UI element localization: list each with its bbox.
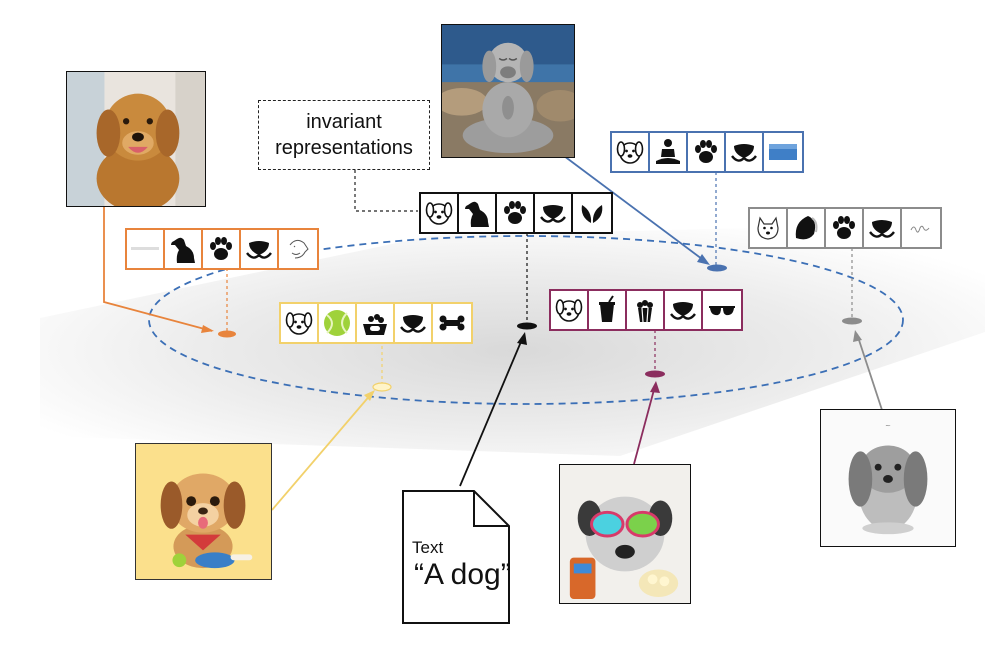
blank-icon: [127, 230, 165, 268]
embedding-plane: [40, 222, 985, 456]
purple-arrow: [633, 385, 656, 465]
pencil-sketch-dog-drawing: ~: [820, 409, 956, 547]
signature-icon: [902, 209, 940, 247]
dog-nose-icon: [241, 230, 279, 268]
embedding-ellipse: [148, 235, 904, 405]
gray-arrow: [856, 333, 883, 411]
yellow-arrow: [271, 392, 373, 511]
yellow-representation-strip: [279, 302, 473, 344]
gray-representation-strip: [748, 207, 942, 249]
pencil-stroke-icon: [788, 209, 826, 247]
paw-icon: [688, 133, 726, 171]
gray-embedding-point: [842, 317, 862, 325]
invariant-representations-label: invariant representations: [258, 100, 430, 170]
dog-nose-icon: [535, 194, 573, 232]
purple-embedding-point: [645, 370, 665, 378]
text-document-quote: “A dog”: [414, 558, 511, 591]
text-document-label: Text: [412, 538, 444, 557]
paw-icon: [826, 209, 864, 247]
sea-icon: [764, 133, 802, 171]
dog-bowl-icon: [357, 304, 395, 342]
dog-nose-icon: [395, 304, 433, 342]
dog-face-icon: [612, 133, 650, 171]
sitting-dog-silhouette-icon: [459, 194, 497, 232]
dog-nose-icon: [864, 209, 902, 247]
blue-embedding-point: [707, 264, 727, 272]
black-embedding-point: [517, 322, 537, 330]
black-arrow: [459, 336, 524, 487]
dog-with-sunglasses-painting: [559, 464, 691, 604]
paw-icon: [203, 230, 241, 268]
leaves-icon: [573, 194, 611, 232]
yellow-embedding-point: [372, 382, 392, 392]
orange-arrow: [103, 206, 213, 332]
orange-embedding-point: [218, 330, 236, 338]
dog-nose-icon: [726, 133, 764, 171]
dog-face-icon: [281, 304, 319, 342]
dog-nose-icon: [665, 291, 703, 329]
meditating-person-icon: [650, 133, 688, 171]
black-representation-strip: [419, 192, 613, 234]
tennis-ball-icon: [319, 304, 357, 342]
dog-face-icon: [421, 194, 459, 232]
drink-cup-icon: [589, 291, 627, 329]
golden-retriever-photo: [66, 71, 206, 207]
bone-icon: [433, 304, 471, 342]
dog-face-icon: [551, 291, 589, 329]
popcorn-icon: [627, 291, 665, 329]
paw-icon: [497, 194, 535, 232]
meditating-dog-statue-photo: [441, 24, 575, 158]
svg-text:~: ~: [885, 422, 891, 430]
text-document-icon: [402, 490, 510, 624]
label-line-2: representations: [275, 137, 413, 159]
orange-representation-strip: [125, 228, 319, 270]
dog-sketch-icon: [279, 230, 317, 268]
yorkie-face-icon: [750, 209, 788, 247]
label-dashed-connector: [354, 170, 418, 212]
sunglasses-icon: [703, 291, 741, 329]
blue-arrow: [555, 149, 707, 263]
sitting-dog-silhouette-icon: [165, 230, 203, 268]
purple-representation-strip: [549, 289, 743, 331]
label-line-1: invariant: [306, 111, 382, 133]
blue-representation-strip: [610, 131, 804, 173]
cartoon-puppy-illustration: [135, 443, 272, 580]
